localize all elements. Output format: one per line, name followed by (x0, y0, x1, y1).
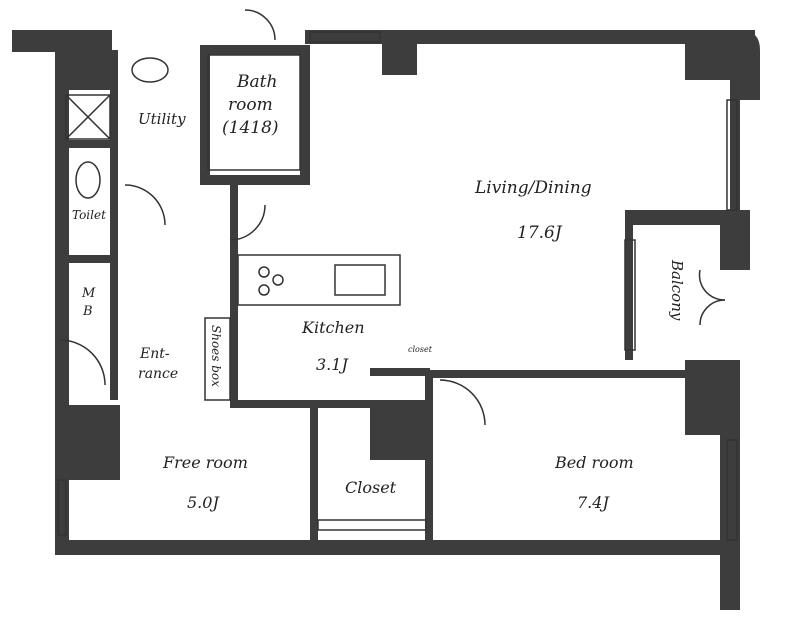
living-size: 17.6J (517, 223, 563, 243)
walls (12, 30, 760, 610)
shoes-box-label: Shoes box (209, 325, 223, 387)
living-label: Living/Dining (474, 178, 592, 198)
bedroom-label: Bed room (554, 453, 634, 472)
balcony-label: Balcony (668, 259, 686, 321)
bath-label-2: room (228, 95, 273, 115)
bath-label: Bath (236, 72, 277, 92)
toilet-label: Toilet (72, 208, 106, 222)
closet-label: Closet (345, 478, 397, 497)
kitchen-label: Kitchen (301, 318, 365, 337)
free-room-size: 5.0J (187, 493, 220, 512)
utility-label: Utility (138, 110, 186, 128)
fixtures (59, 9, 726, 531)
bedroom-size: 7.4J (577, 493, 610, 512)
mb-label-1: M (81, 286, 96, 301)
kitchen-counter (237, 254, 401, 306)
entrance-label-2: rance (138, 366, 178, 382)
sink-fixture (131, 57, 169, 83)
toilet-fixture (75, 161, 101, 199)
entrance-label-1: Ent- (139, 346, 170, 362)
kitchen-size: 3.1J (316, 355, 349, 374)
windows (57, 31, 738, 541)
mb-label-2: B (82, 304, 93, 319)
free-room-label: Free room (162, 453, 248, 472)
bath-size: (1418) (222, 118, 279, 138)
small-closet-label: closet (408, 345, 433, 354)
